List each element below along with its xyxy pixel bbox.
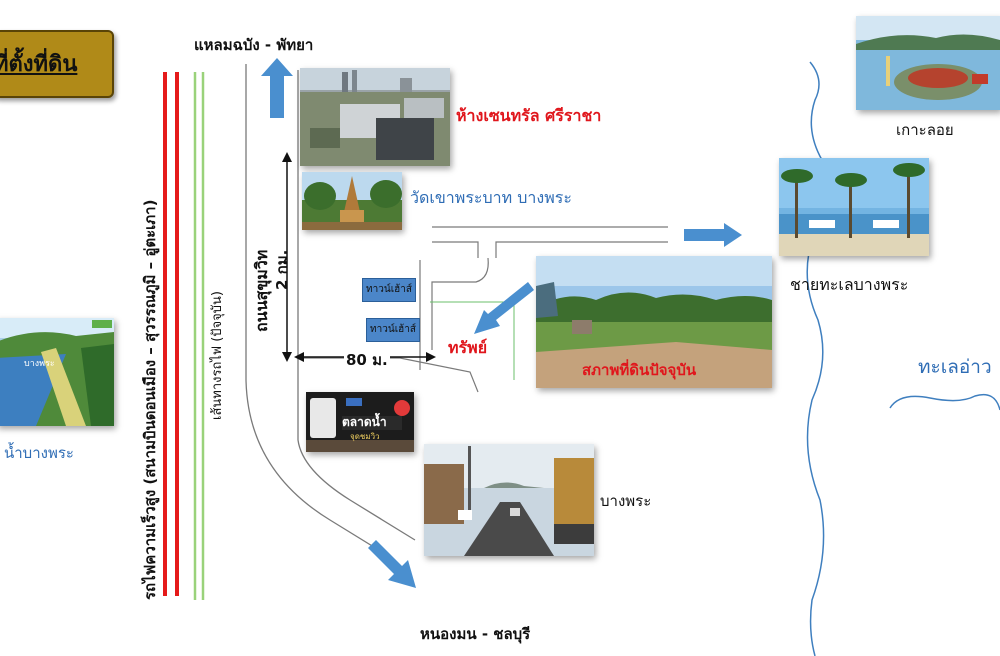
current-land-label: สภาพที่ดินปัจจุบัน: [582, 361, 697, 379]
beach-photo: [779, 158, 929, 256]
south-direction-label: หนองมน - ชลบุรี: [420, 625, 531, 643]
soi-mid: [431, 257, 489, 350]
reservoir-sign: บางพระ: [24, 359, 55, 369]
bang-phra-street-photo: [424, 444, 594, 556]
coastline: [806, 61, 826, 656]
bang-phra-label: บางพระ: [600, 492, 652, 510]
current-land-photo: สภาพที่ดินปัจจุบัน: [536, 256, 772, 388]
market-sign-text: ตลาดน้ำ: [342, 415, 387, 429]
temple-photo: [302, 172, 402, 230]
railway-label: เส้นทางรถไฟ (ปัจจุบัน): [210, 291, 225, 420]
distance-80m-label: 80 ม.: [344, 348, 390, 372]
side-road-top-2: [432, 241, 479, 258]
sukhumvit-road-left: [245, 64, 396, 561]
north-direction-label: แหลมฉบัง - พัทยา: [194, 36, 314, 54]
central-mall-photo: [300, 68, 450, 166]
bay-line: [889, 393, 1000, 411]
temple-label: วัดเขาพระบาท บางพระ: [410, 188, 572, 207]
beach-label: ชายทะเลบางพระ: [790, 275, 909, 294]
townhouse-2: ทาวน์เฮ้าส์: [366, 318, 420, 342]
page-title: ที่ตั้งที่ดิน: [0, 52, 78, 77]
market-sign-photo: ตลาดน้ำ จุดชมวิว: [306, 392, 414, 452]
sukhumvit-road-right: [297, 70, 416, 541]
koh-loi-label: เกาะลอย: [896, 121, 954, 139]
arrow-south-icon: [368, 540, 416, 588]
central-mall-label: ห้างเซนทรัล ศรีราชา: [456, 106, 602, 125]
arrow-property-icon: [474, 282, 534, 334]
reservoir-photo: บางพระ: [0, 318, 114, 426]
sea-label: ทะเลอ่าว: [918, 356, 992, 378]
arrow-north-icon: [261, 58, 293, 118]
townhouse-1: ทาวน์เฮ้าส์: [362, 278, 416, 302]
arrow-east-icon: [684, 223, 742, 247]
side-road-top-3: [495, 241, 668, 258]
high-speed-rail-label: รถไฟความเร็วสูง (สนามบินดอนเมือง – สุวรร…: [141, 199, 159, 600]
koh-loi-photo: [856, 16, 1000, 110]
property-label: ทรัพย์: [448, 338, 488, 357]
title-box: ที่ตั้งที่ดิน: [0, 30, 114, 98]
distance-2km-label: 2 กม.: [273, 249, 291, 290]
market-sign-subtext: จุดชมวิว: [350, 432, 380, 441]
reservoir-label: น้ำบางพระ: [4, 444, 74, 462]
